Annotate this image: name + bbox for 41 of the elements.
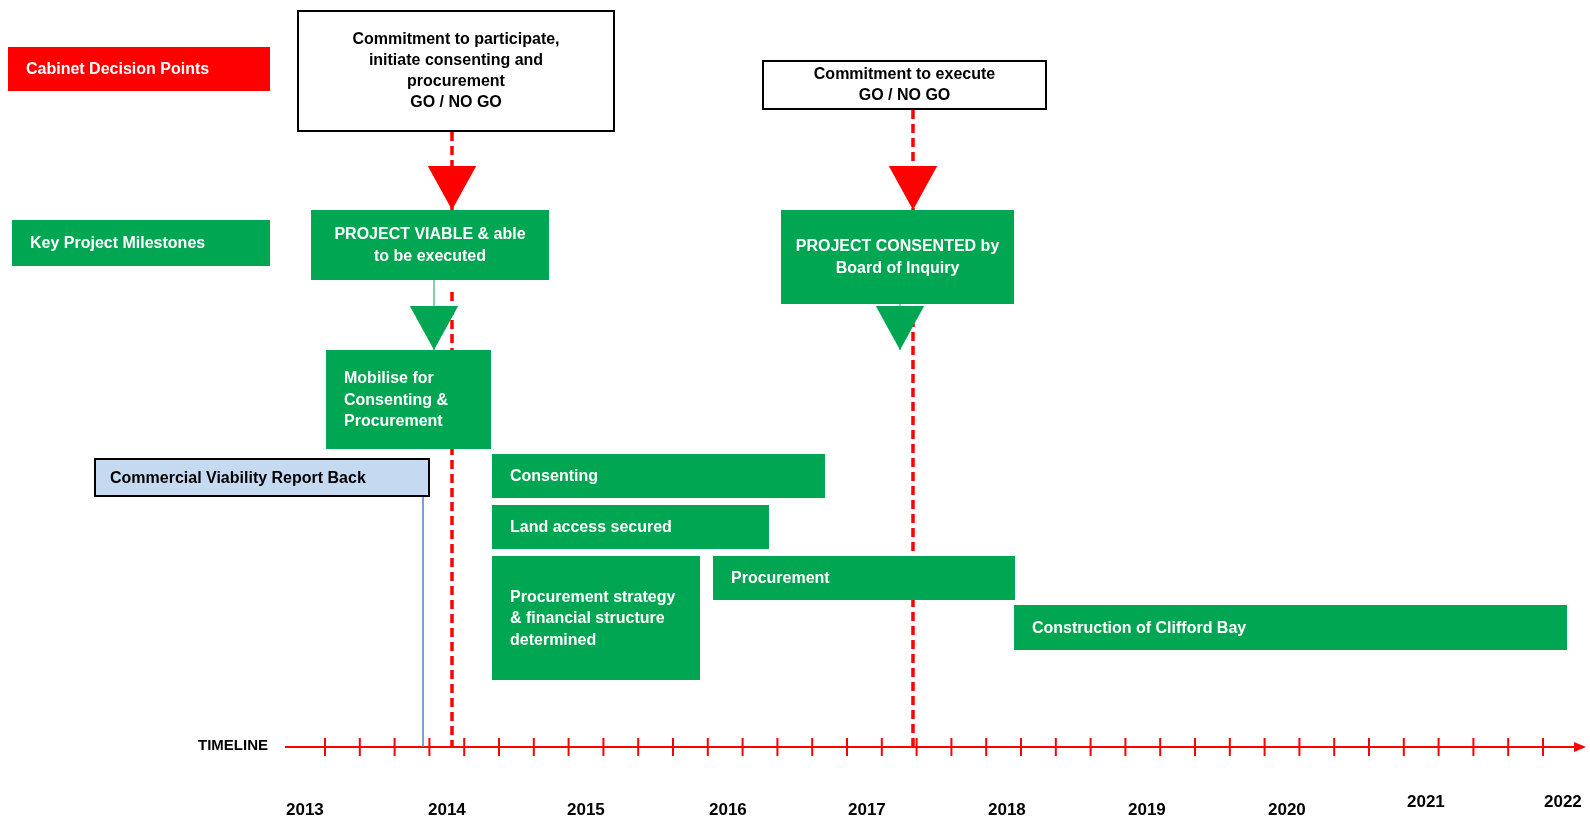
- axis-title: TIMELINE: [198, 736, 268, 753]
- year-label: 2015: [567, 800, 605, 820]
- box-text: Commercial Viability Report Back: [110, 467, 367, 488]
- decision-box: [762, 60, 1047, 110]
- box-text: Commitment to execute: [813, 64, 996, 85]
- legend-item: Key Project Milestones: [12, 220, 270, 266]
- year-label: 2016: [709, 800, 747, 820]
- year-label: 2014: [428, 800, 466, 820]
- decision-box: [297, 10, 615, 132]
- year-label: 2021: [1407, 792, 1445, 812]
- report-box: [94, 458, 430, 497]
- year-label: 2022: [1544, 792, 1582, 812]
- arrow: [875, 303, 925, 351]
- box-text: Commitment to participate, initiate consenting and procurement: [351, 29, 561, 91]
- box-text: Procurement: [731, 568, 831, 589]
- box-text: PROJECT VIABLE & able to be executed: [333, 224, 527, 266]
- arrow: [427, 132, 477, 210]
- decision-text: GO / NO GO: [858, 85, 951, 105]
- arrow: [409, 279, 459, 351]
- activity-bar: [326, 350, 491, 449]
- year-label: 2013: [286, 800, 324, 820]
- arrow: [888, 110, 938, 210]
- box-text: Procurement strategy & financial structure determined: [510, 586, 677, 650]
- year-label: 2018: [988, 800, 1026, 820]
- activity-bar: [713, 556, 1015, 600]
- activity-bar: [492, 556, 700, 680]
- year-label: 2020: [1268, 800, 1306, 820]
- decision-text: GO / NO GO: [410, 91, 502, 112]
- year-label: 2017: [848, 800, 886, 820]
- box-text: PROJECT CONSENTED by Board of Inquiry: [795, 236, 1000, 278]
- activity-bar: [1014, 605, 1567, 650]
- legend-item: Cabinet Decision Points: [8, 47, 270, 91]
- milestone-box: [311, 210, 549, 280]
- box-text: Land access secured: [510, 517, 673, 538]
- box-text: Construction of Clifford Bay: [1032, 617, 1248, 638]
- activity-bar: [492, 505, 769, 549]
- year-label: 2019: [1128, 800, 1166, 820]
- box-text: Mobilise for Consenting & Procurement: [344, 368, 449, 432]
- milestone-box: [781, 210, 1014, 304]
- activity-bar: [492, 454, 825, 498]
- box-text: Consenting: [510, 466, 599, 487]
